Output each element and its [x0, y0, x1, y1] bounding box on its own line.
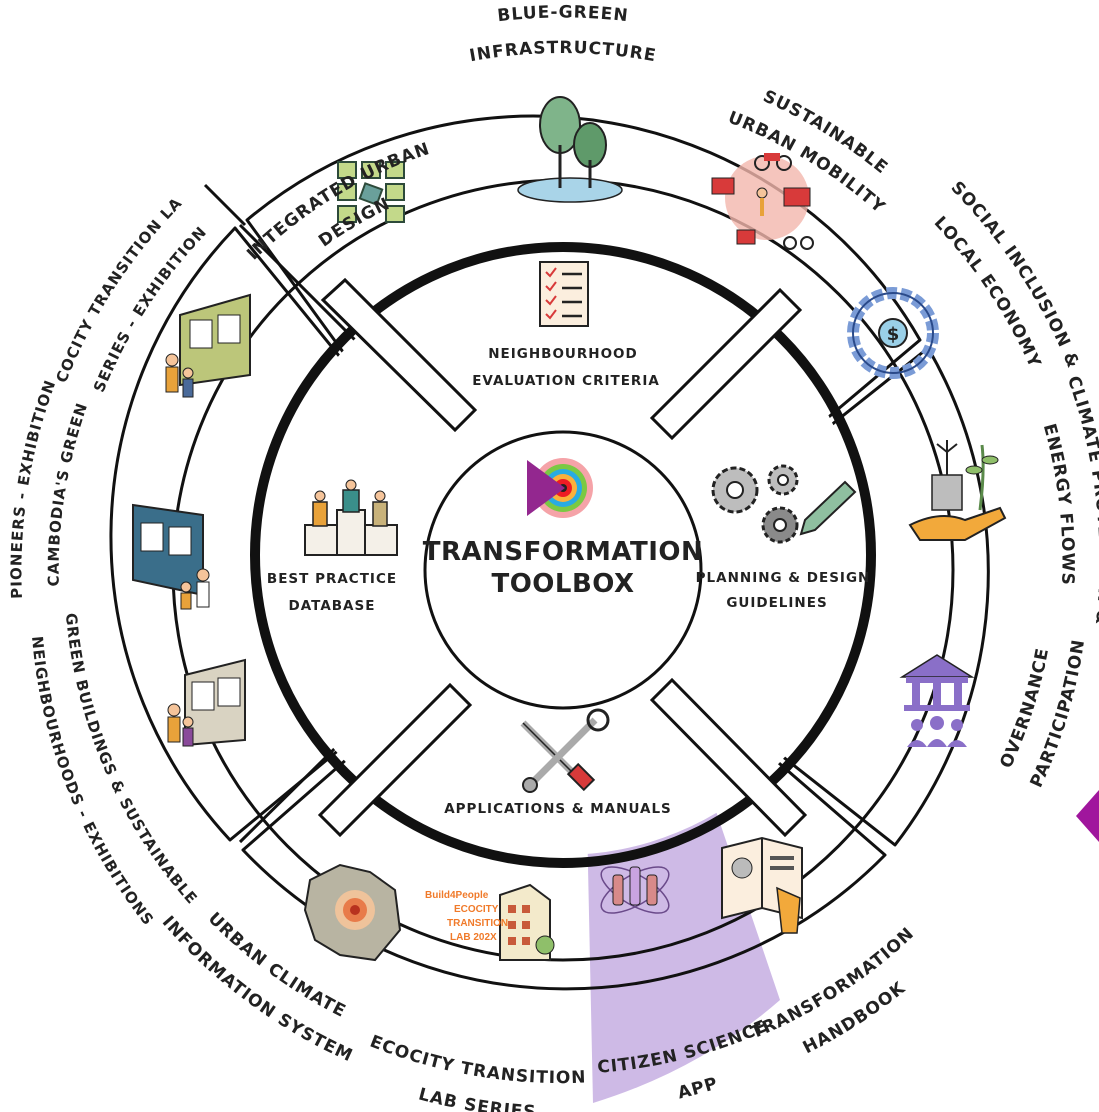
inner-top-line2: EVALUATION CRITERIA	[472, 373, 660, 389]
checklist-icon	[539, 261, 589, 327]
label-climate-2: ENERGY FLOWS	[1039, 422, 1078, 586]
svg-text:$: $	[887, 324, 900, 345]
label-citizen-2: APP	[676, 1074, 721, 1104]
gears-pencil-icon	[711, 464, 857, 544]
hand-plant-icon	[908, 440, 1007, 541]
grid-blocks-icon	[337, 161, 405, 223]
trees-water-icon	[517, 96, 623, 203]
label-ecoexh-1: ECOCITY TRANSITION LAB	[0, 0, 186, 385]
exhibition-board-icon	[165, 293, 251, 398]
inner-bottom-line1: APPLICATIONS & MANUALS	[444, 801, 672, 817]
center-title-line2: TOOLBOX	[491, 569, 634, 599]
label-ecolab-2: LAB SERIES	[416, 1084, 537, 1112]
inner-top-line1: NEIGHBOURHOOD	[488, 346, 638, 362]
inner-dividers	[317, 277, 808, 838]
toolbox-logo-icon	[527, 458, 593, 518]
transport-icon	[711, 153, 814, 250]
inner-left-line1: BEST PRACTICE	[267, 571, 397, 587]
b4p-line2: ECOCITY	[454, 904, 499, 915]
institution-people-icon	[899, 654, 975, 747]
book-hand-icon	[721, 836, 803, 934]
building-icon	[499, 883, 555, 961]
nav-arrow-icon[interactable]	[1076, 790, 1099, 842]
hands-atom-icon	[600, 866, 670, 914]
city-map-icon	[303, 863, 402, 962]
wrench-screwdriver-icon	[520, 708, 610, 793]
inner-left-line2: DATABASE	[289, 598, 376, 614]
exhibition-board-icon	[132, 503, 210, 610]
outer-divider	[203, 183, 247, 227]
b4p-line1: Build4People	[425, 890, 489, 901]
center-disc	[423, 430, 703, 710]
label-greenbld-2: NEIGHBOURHOODS - EXHIBITIONS	[28, 635, 158, 929]
label-bluegreen-1: BLUE-GREEN	[496, 2, 629, 26]
podium-icon	[304, 479, 398, 556]
center-title-line1: TRANSFORMATION	[423, 537, 704, 567]
exhibition-board-icon	[167, 658, 246, 747]
inner-right-line1: PLANNING & DESIGN	[696, 570, 871, 586]
inner-right-line2: GUIDELINES	[726, 595, 827, 611]
inner-bold-ring	[250, 242, 876, 868]
label-bluegreen-2: INFRASTRUCTURE	[468, 38, 658, 66]
label-ecolab-1: ECOCITY TRANSITION	[367, 1032, 587, 1088]
b4p-line4: LAB 202X	[450, 932, 497, 943]
b4p-line3: TRANSITION	[447, 918, 508, 929]
dollar-network-icon: $	[847, 287, 939, 379]
label-cambodia-1: CAMBODIA'S GREEN	[45, 400, 92, 586]
label-greenbld-1: GREEN BUILDINGS & SUSTAINABLE	[62, 612, 201, 908]
